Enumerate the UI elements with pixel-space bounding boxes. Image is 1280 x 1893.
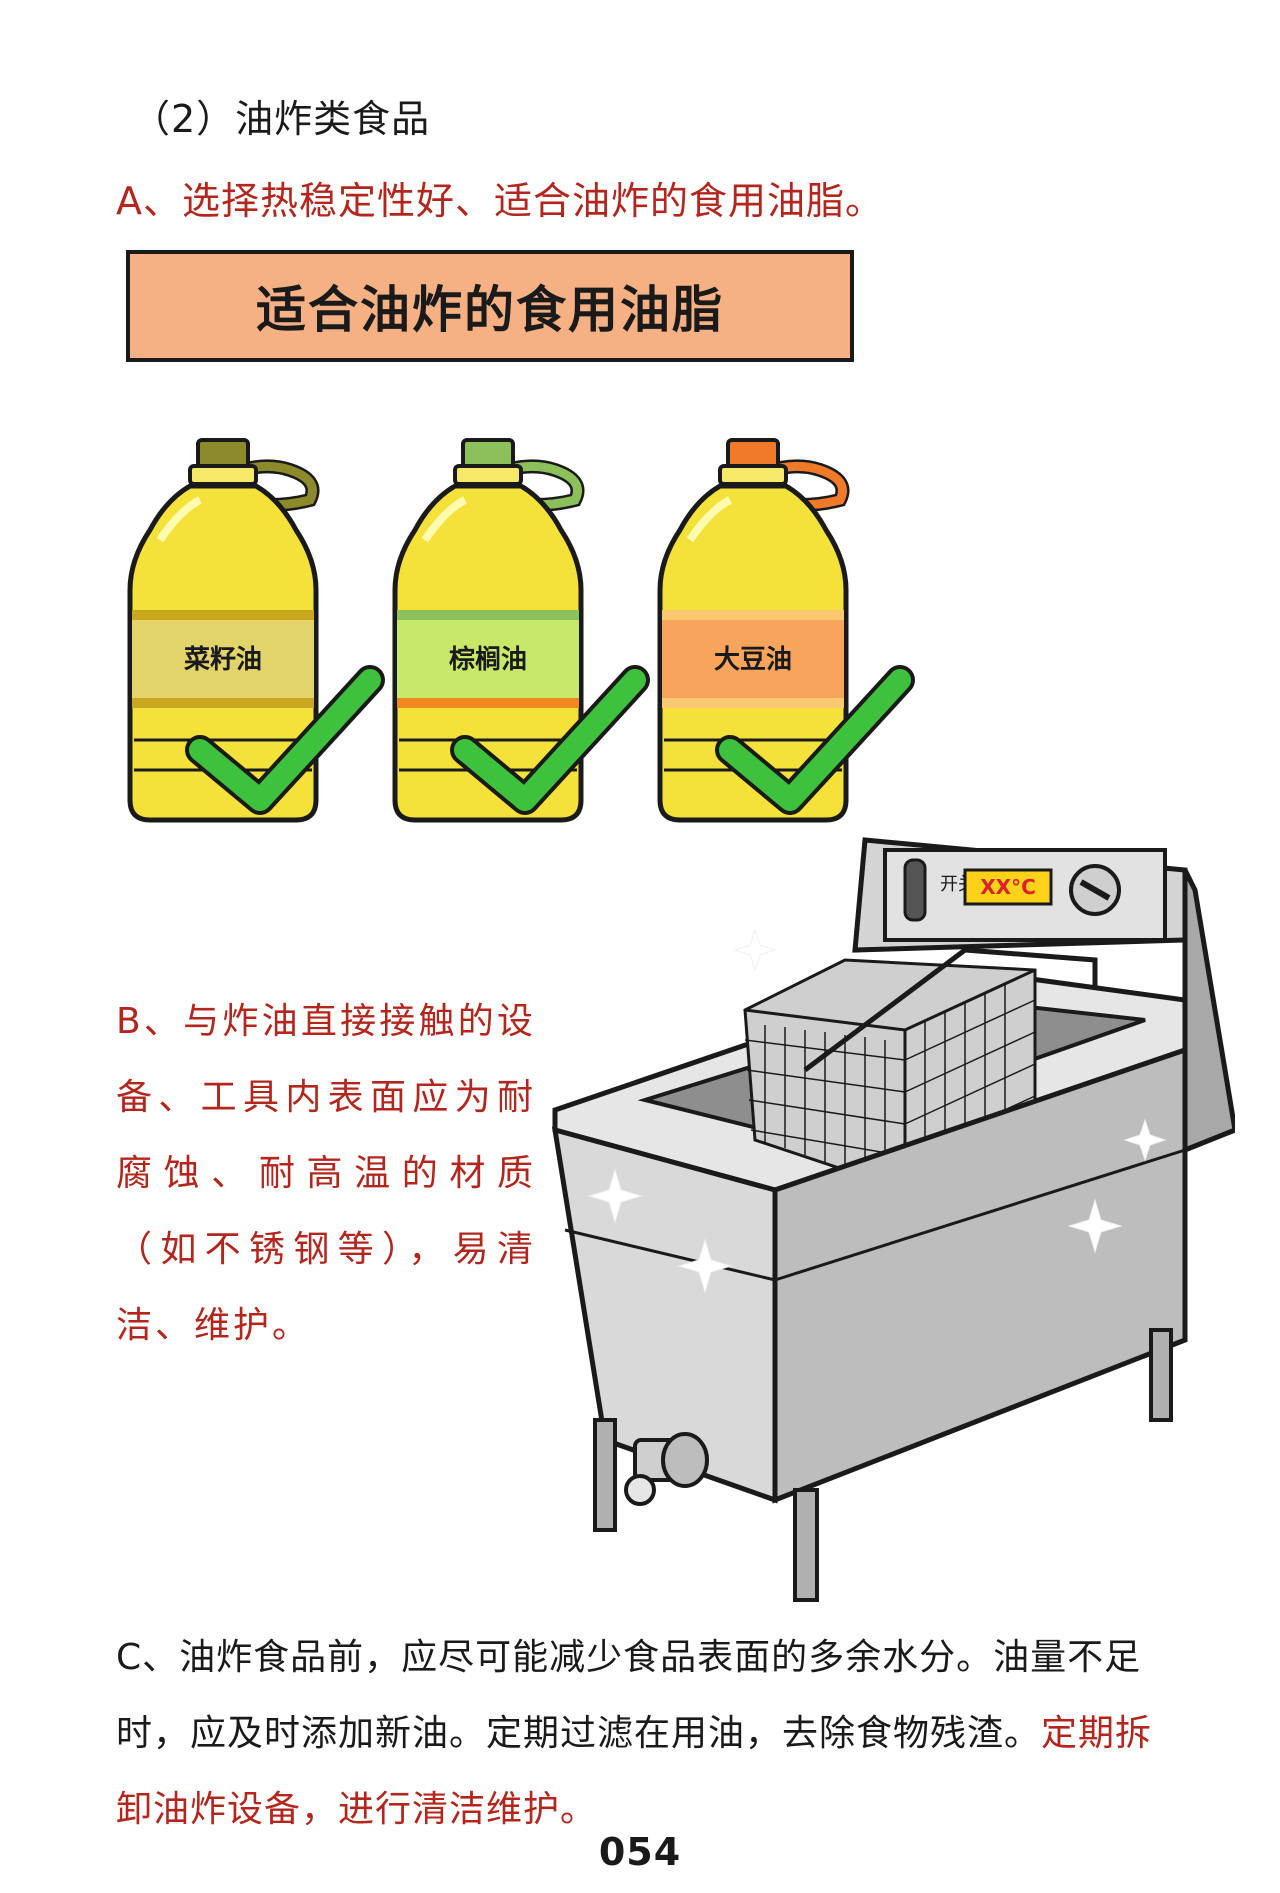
- temperature-display-text: XX°C: [980, 875, 1036, 899]
- paragraph-c-highlight: 定期拆卸油炸设备，进行清洁维护。: [116, 1713, 1153, 1830]
- page-number: 054: [598, 1830, 682, 1874]
- check-icon: [454, 669, 646, 811]
- bottle-soybean-oil: 大豆油: [657, 438, 915, 823]
- paragraph-a: A、选择热稳定性好、适合油炸的食用油脂。: [116, 179, 884, 223]
- paragraph-b: B、与炸油直接接触的设备、工具内表面应为耐腐蚀、耐高温的材质（如不锈钢等），易清…: [116, 1001, 536, 1346]
- paragraph-c: C、油炸食品前，应尽可能减少食品表面的多余水分。油量不足时，应及时添加新油。定期…: [116, 1620, 1156, 1848]
- power-switch: [903, 858, 927, 922]
- check-icon: [719, 669, 911, 811]
- bottle-label: 棕榈油: [449, 644, 527, 675]
- banner: 适合油炸的食用油脂: [126, 250, 854, 362]
- deep-fryer-illustration: 开关 XX°C: [551, 837, 1235, 1602]
- paragraph-c-text: C、油炸食品前，应尽可能减少食品表面的多余水分。油量不足时，应及时添加新油。定期…: [116, 1637, 1142, 1754]
- banner-title: 适合油炸的食用油脂: [256, 281, 724, 339]
- check-icon: [189, 669, 381, 811]
- oil-bottles-illustration: 菜籽油 棕榈油 大豆油: [127, 438, 915, 823]
- bottle-rapeseed-oil: 菜籽油: [127, 438, 385, 823]
- bottle-label: 菜籽油: [183, 645, 262, 675]
- drain-valve-icon: [624, 1432, 709, 1506]
- temperature-display: [963, 868, 1053, 906]
- section-title: （2）油炸类食品: [132, 97, 431, 141]
- bottle-palm-oil: 棕榈油: [392, 438, 650, 823]
- bottle-label: 大豆油: [714, 645, 792, 675]
